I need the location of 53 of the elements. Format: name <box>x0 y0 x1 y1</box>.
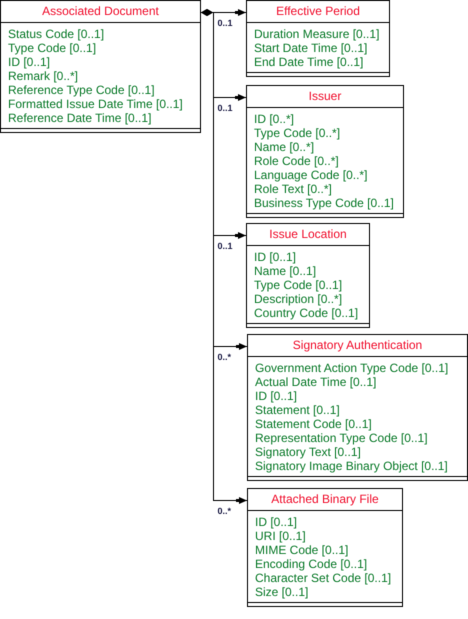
attribute-text: ID [0..*] <box>254 112 294 126</box>
attribute-text: Role Code [0..*] <box>254 154 339 168</box>
attribute-text: Status Code [0..1] <box>8 27 104 41</box>
attribute-text: Type Code [0..1] <box>254 278 342 292</box>
attribute-text: Role Text [0..*] <box>254 182 332 196</box>
attribute-text: Reference Type Code [0..1] <box>8 83 155 97</box>
attribute-text: Statement Code [0..1] <box>255 417 372 431</box>
attribute-text: Country Code [0..1] <box>254 306 358 320</box>
attribute-text: Type Code [0..1] <box>8 41 96 55</box>
class-name: Attached Binary File <box>271 492 379 506</box>
class-name: Signatory Authentication <box>292 338 422 352</box>
multiplicity-label: 0..1 <box>216 240 234 250</box>
attribute-text: Government Action Type Code [0..1] <box>255 361 448 375</box>
class-name: Issue Location <box>269 227 347 241</box>
attribute-text: Size [0..1] <box>255 585 308 599</box>
class-box <box>247 334 468 481</box>
class-name: Issuer <box>308 89 342 103</box>
attribute-text: Formatted Issue Date Time [0..1] <box>8 97 183 111</box>
class-box <box>246 0 390 77</box>
attribute-text: Signatory Image Binary Object [0..1] <box>255 459 448 473</box>
attribute-text: Statement [0..1] <box>255 403 340 417</box>
attribute-text: ID [0..1] <box>255 389 298 403</box>
class-box <box>246 85 404 218</box>
attribute-text: Duration Measure [0..1] <box>254 27 380 41</box>
attribute-text: Description [0..*] <box>254 292 342 306</box>
attribute-text: Business Type Code [0..1] <box>254 196 394 210</box>
attribute-text: Character Set Code [0..1] <box>255 571 392 585</box>
class-name: Effective Period <box>276 4 360 18</box>
attribute-text: Type Code [0..*] <box>254 126 340 140</box>
attribute-text: Language Code [0..*] <box>254 168 368 182</box>
multiplicity-label: 0..1 <box>216 18 234 28</box>
attribute-text: ID [0..1] <box>255 515 298 529</box>
attribute-text: ID [0..1] <box>254 250 296 264</box>
multiplicity-label: 0..* <box>216 352 232 362</box>
class-box <box>247 488 403 607</box>
attribute-text: URI [0..1] <box>255 529 306 543</box>
attribute-text: ID [0..1] <box>8 55 50 69</box>
attribute-text: End Date Time [0..1] <box>254 55 364 69</box>
attribute-text: Name [0..*] <box>254 140 314 154</box>
attribute-text: Name [0..1] <box>254 264 316 278</box>
attribute-text: Remark [0..*] <box>8 69 78 83</box>
attribute-text: Encoding Code [0..1] <box>255 557 368 571</box>
class-box <box>0 0 201 133</box>
class-name: Associated Document <box>42 4 159 18</box>
attribute-text: MIME Code [0..1] <box>255 543 348 557</box>
class-box <box>246 223 370 328</box>
attribute-text: Signatory Text [0..1] <box>255 445 361 459</box>
attribute-text: Representation Type Code [0..1] <box>255 431 428 445</box>
attribute-text: Start Date Time [0..1] <box>254 41 368 55</box>
attribute-text: Reference Date Time [0..1] <box>8 111 152 125</box>
multiplicity-label: 0..* <box>216 506 232 516</box>
attribute-text: Actual Date Time [0..1] <box>255 375 376 389</box>
multiplicity-label: 0..1 <box>216 102 234 112</box>
